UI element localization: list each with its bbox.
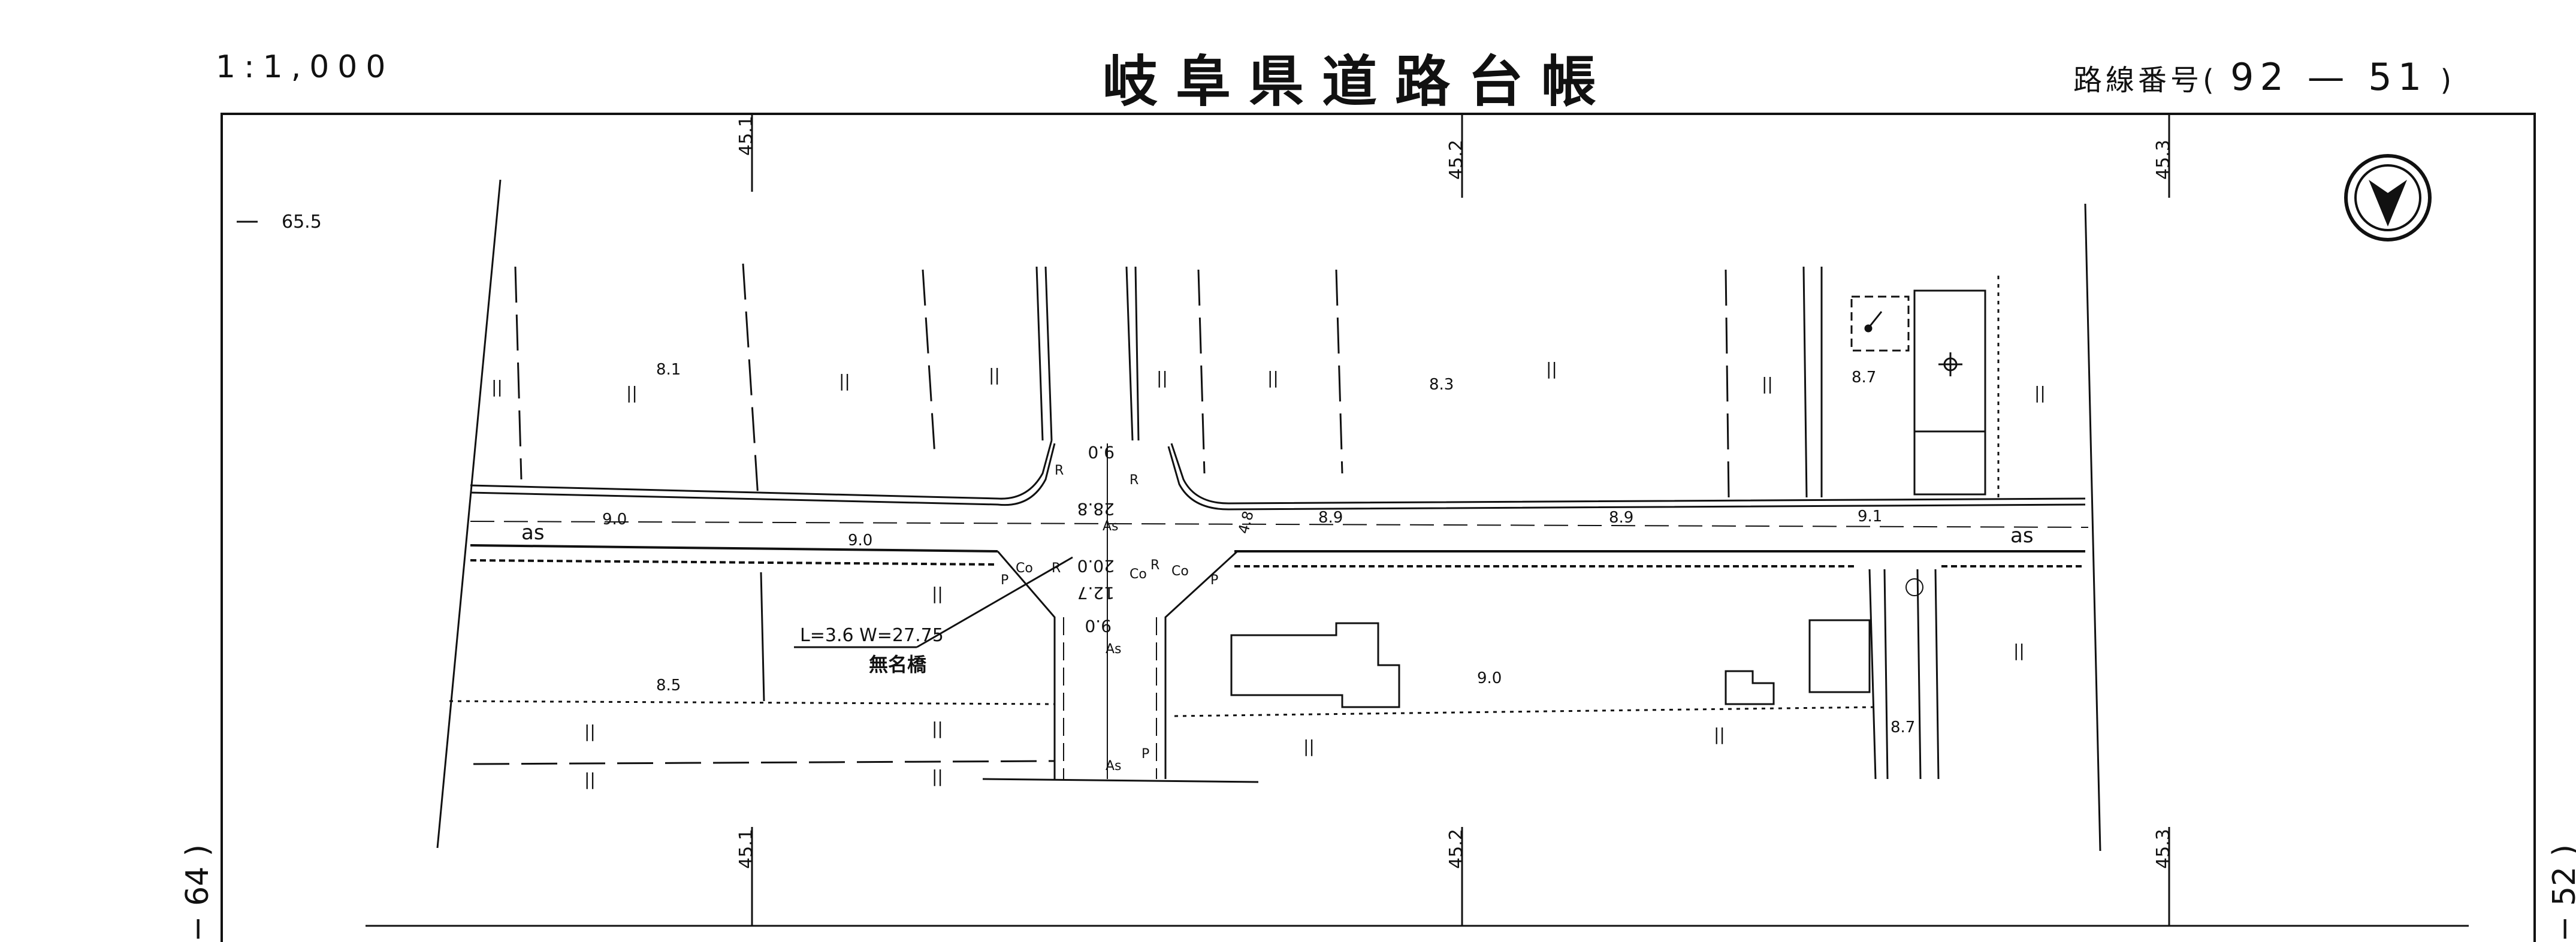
route-prefix: 路線番号( — [2073, 64, 2218, 97]
map-frame — [221, 113, 2536, 942]
land-mark: || — [2034, 383, 2046, 403]
elevation-label: 8.9 — [1318, 509, 1343, 527]
gutter-label: as — [2010, 524, 2034, 548]
elevation-label: 8.7 — [1852, 369, 1876, 387]
elevation-label: 9.1 — [1858, 508, 1882, 526]
road-width-mark: 9.0 — [1088, 442, 1115, 462]
surface-label: R — [1150, 558, 1159, 573]
surface-label: R — [1052, 561, 1061, 576]
land-mark: || — [1762, 374, 1773, 394]
grid-label-top-1: 45.1 — [736, 116, 757, 156]
road-width-mark: 28.8 — [1077, 499, 1115, 519]
buildings — [1230, 289, 1986, 708]
road-width-mark: 12.7 — [1077, 583, 1115, 603]
elevation-label: 8.7 — [1891, 718, 1915, 736]
map-symbols — [1864, 311, 1962, 376]
grid-label-top-3: 45.3 — [2153, 140, 2174, 180]
route-close: ) — [2440, 64, 2456, 97]
road-width-mark: 20.0 — [1077, 556, 1115, 576]
surface-label: As — [1103, 519, 1119, 534]
land-mark: || — [491, 377, 503, 397]
bridge-leader — [794, 556, 1073, 648]
road-width-mark: 9.0 — [1085, 616, 1112, 636]
land-mark: || — [1156, 368, 1168, 388]
route-number: 92 — 51 — [2230, 55, 2428, 99]
elevation-label: 9.0 — [602, 511, 627, 529]
land-mark: || — [1546, 359, 1557, 379]
surface-label: R — [1130, 473, 1138, 488]
route-number-label: 路線番号( 92 — 51 ) — [2073, 55, 2455, 99]
elevation-label: 8.5 — [656, 677, 681, 695]
land-mark: || — [1267, 368, 1279, 388]
lot-boundaries — [436, 179, 2101, 852]
grid-label-top-2: 45.2 — [1446, 140, 1467, 180]
surface-label: Co — [1016, 561, 1033, 576]
elevation-label: 8.1 — [656, 361, 681, 379]
grid-label-bottom-2: 45.2 — [1446, 829, 1467, 869]
land-mark: || — [584, 769, 596, 789]
bridge-name: 無名橋 — [869, 653, 927, 676]
surface-label: Co — [1130, 567, 1147, 582]
north-arrow-icon — [2344, 154, 2432, 241]
land-mark: || — [932, 766, 943, 786]
surface-label: P — [1210, 573, 1218, 588]
surface-label: As — [1106, 759, 1122, 774]
surface-label: R — [1055, 463, 1064, 478]
map-scale: 1:1,000 — [216, 49, 394, 85]
bridge-dimensions: L=3.6 W=27.75 — [800, 625, 944, 646]
grid-label-bottom-3: 45.3 — [2153, 829, 2174, 869]
surface-label: Co — [1171, 564, 1189, 579]
main-road — [470, 266, 2089, 780]
elevation-label: 9.0 — [848, 532, 872, 550]
land-mark: || — [989, 365, 1000, 385]
land-mark: || — [1303, 736, 1315, 756]
surface-label: P — [1141, 747, 1149, 762]
road-width-mark: 4.8 — [1235, 509, 1257, 536]
gutter-label: as — [521, 521, 545, 545]
land-mark: || — [626, 383, 638, 403]
grid-lines — [237, 114, 2170, 926]
elevation-label: 8.3 — [1429, 376, 1454, 394]
grid-label-bottom-1: 45.1 — [736, 829, 757, 869]
elevation-label: 8.9 — [1609, 509, 1633, 527]
land-mark: || — [2013, 641, 2025, 660]
land-mark: || — [839, 371, 850, 391]
grid-label-left: 65.5 — [282, 212, 322, 233]
elevation-label: 9.0 — [1477, 669, 1502, 687]
surface-label: P — [1001, 573, 1008, 588]
page-title: 岐阜県道路台帳 — [1103, 50, 1615, 114]
land-mark: || — [932, 584, 943, 603]
land-mark: || — [1714, 724, 1725, 744]
land-mark: || — [932, 718, 943, 738]
surface-label: As — [1106, 642, 1122, 657]
land-mark: || — [584, 721, 596, 741]
